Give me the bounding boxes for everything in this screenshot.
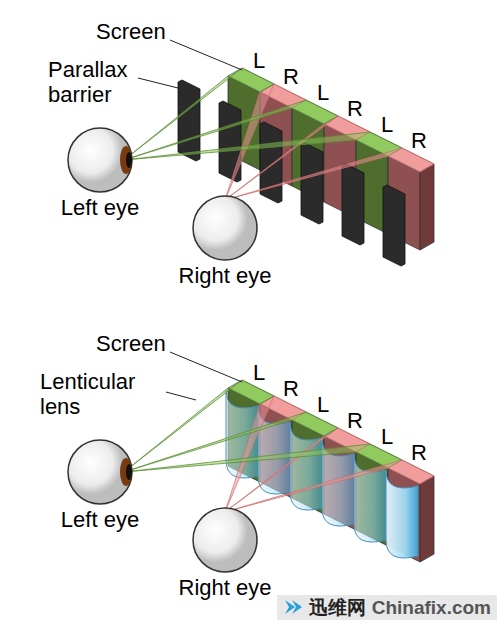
pixel-label: L — [387, 125, 399, 149]
panel — [124, 68, 434, 266]
right-eye-beam — [225, 116, 370, 200]
watermark-text: 迅维网 — [309, 597, 366, 618]
eye: Right eye — [165, 194, 285, 288]
leader-line — [170, 352, 242, 382]
eyeball — [40, 438, 160, 508]
parallax-barrier-slab — [342, 164, 364, 245]
eyeball — [165, 506, 285, 576]
eye: Left eye — [40, 126, 160, 220]
pixel-label: R — [291, 389, 307, 413]
pixel-label: L — [259, 61, 271, 85]
part-label: Parallax barrier — [48, 58, 148, 108]
pixel-label: L — [323, 405, 335, 429]
eyeball — [40, 126, 160, 196]
pixel-label: R — [419, 141, 435, 165]
eye-label: Left eye — [40, 196, 160, 220]
watermark-text: Chinafix.com — [372, 597, 491, 618]
pixel-label: R — [355, 421, 371, 445]
pixel-label: L — [259, 373, 271, 397]
eye: Left eye — [40, 438, 160, 532]
panel — [124, 380, 434, 562]
part-label: Lenticular lens — [40, 370, 168, 420]
pixel-letter: L — [381, 113, 393, 137]
lenticular-lens — [290, 422, 322, 510]
lenticular-lens — [386, 470, 418, 558]
pixel-letter: R — [411, 129, 427, 153]
screen-label: Screen — [96, 332, 166, 357]
parallax-barrier-slab — [260, 122, 282, 203]
right-eye-beam — [225, 428, 370, 512]
right-eye-beam — [225, 148, 434, 200]
right-eye-beam — [225, 460, 434, 512]
eye-label: Left eye — [40, 508, 160, 532]
watermark: 迅维网 Chinafix.com — [277, 595, 497, 620]
pixel-label: R — [419, 453, 435, 477]
eye-label: Right eye — [165, 264, 285, 288]
pixel-label: L — [387, 437, 399, 461]
eye: Right eye — [165, 506, 285, 600]
parallax-barrier-slab — [178, 80, 200, 161]
left-eye-beam — [124, 444, 402, 472]
screen-end — [420, 164, 434, 250]
leader-line — [138, 78, 178, 88]
parallax-barrier-slab — [383, 185, 405, 266]
screen-label: Screen — [96, 20, 166, 45]
pixel-letter: L — [253, 49, 265, 73]
pixel-letter: L — [317, 81, 329, 105]
parallax-barrier-slab — [301, 143, 323, 224]
pixel-letter: R — [347, 97, 363, 121]
pixel-letter: R — [283, 377, 299, 401]
pixel-letter: R — [411, 441, 427, 465]
screen-end — [420, 476, 434, 562]
pixel-letter: L — [317, 393, 329, 417]
pixel-label: R — [355, 109, 371, 133]
pixel-letter: R — [283, 65, 299, 89]
pixel-letter: L — [381, 425, 393, 449]
eyeball — [165, 194, 285, 264]
left-eye-beam — [124, 132, 402, 160]
leader-line — [170, 40, 242, 70]
pixel-letter: L — [253, 361, 265, 385]
pixel-letter: R — [347, 409, 363, 433]
leader-line — [166, 392, 196, 400]
pixel-label: L — [323, 93, 335, 117]
watermark-logo — [283, 597, 303, 617]
pixel-label: R — [291, 77, 307, 101]
eye-label: Right eye — [165, 576, 285, 600]
